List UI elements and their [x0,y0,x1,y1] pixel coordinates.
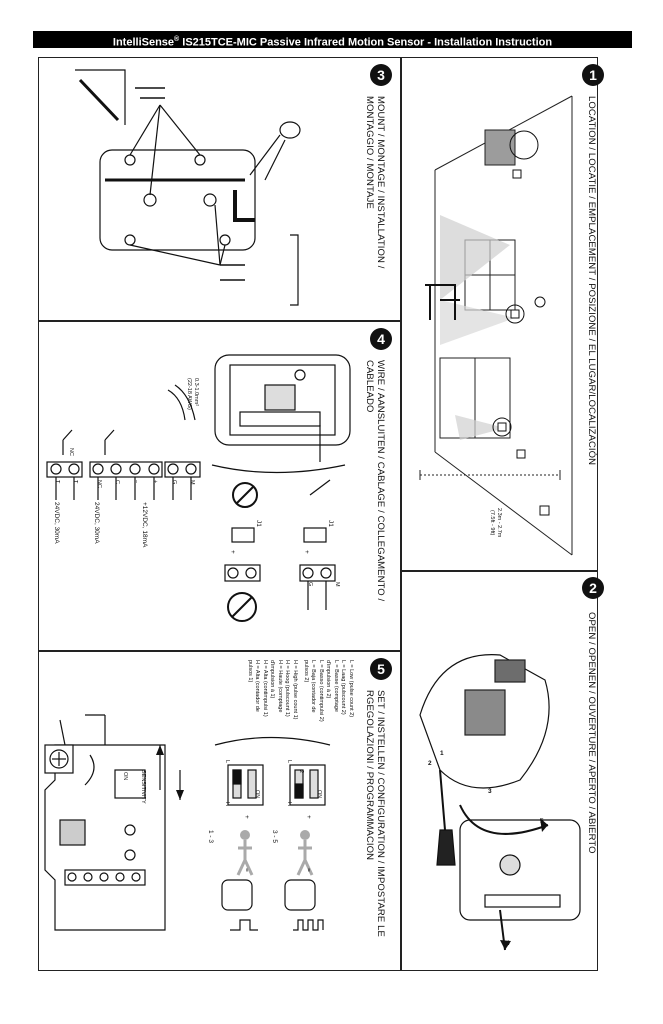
open-callout-2: 2 [428,760,432,767]
open-callout-1: 1 [440,750,444,757]
open-callout-4: 4 [506,940,510,947]
step-5-number: 5 [370,658,392,680]
switch-on-low: ON [254,790,260,799]
registered-mark: ® [174,36,180,43]
pulse-count-low: 1 - 3 [207,830,214,844]
settings-equals-2: = [305,868,312,872]
switch-2-label: 2 [298,770,304,774]
step-1-number: 1 [582,64,604,86]
settings-plus-1: + [243,815,250,819]
switch-h-low: H [224,802,230,806]
brand-name: IntelliSense [112,36,175,49]
board-on-label: ON [122,772,128,781]
step-4-number: 4 [370,328,392,350]
switch-on-high: ON [316,790,322,799]
settings-equals-1: = [243,868,250,872]
step-3-number: 3 [370,64,392,86]
board-sensitivity-label: SENSITIVITY [140,770,146,804]
open-callout-5: 5 [540,818,544,825]
left-divider-1 [38,320,400,322]
instruction-frame [38,57,598,971]
right-divider [400,570,598,572]
title-text: IS215TCE-MIC Passive Infrared Motion Sen… [179,36,553,49]
switch-h-high: H [286,802,292,806]
step-2-number: 2 [582,577,604,599]
column-divider [400,57,402,971]
switch-l-high: L [286,760,292,764]
document-title: IntelliSense® IS215TCE-MIC Passive Infra… [33,31,632,49]
switch-l-low: L [224,760,230,764]
settings-plus-2: + [305,815,312,819]
left-divider-2 [38,650,400,652]
pulse-count-high: 3 - 5 [271,830,278,844]
open-callout-3: 3 [488,788,492,795]
